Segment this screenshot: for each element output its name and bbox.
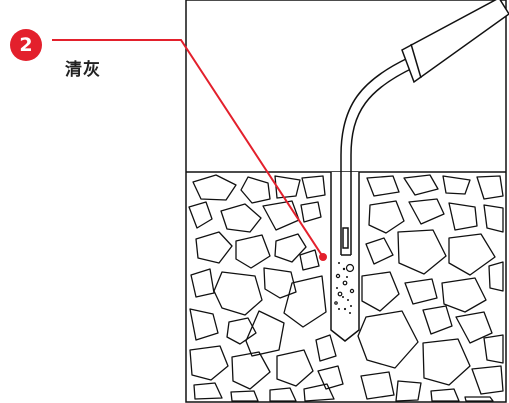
step-number-badge: 2	[10, 29, 42, 61]
step-label: 清灰	[65, 60, 101, 80]
hose-connector	[401, 0, 509, 84]
bore-hole	[330, 172, 360, 342]
blowing-pipe	[340, 57, 416, 256]
diagram-frame	[185, 0, 507, 403]
dust-particles	[334, 263, 355, 305]
rubble-stones	[188, 174, 504, 402]
dust-dots	[336, 262, 352, 314]
leader-line	[52, 39, 327, 261]
